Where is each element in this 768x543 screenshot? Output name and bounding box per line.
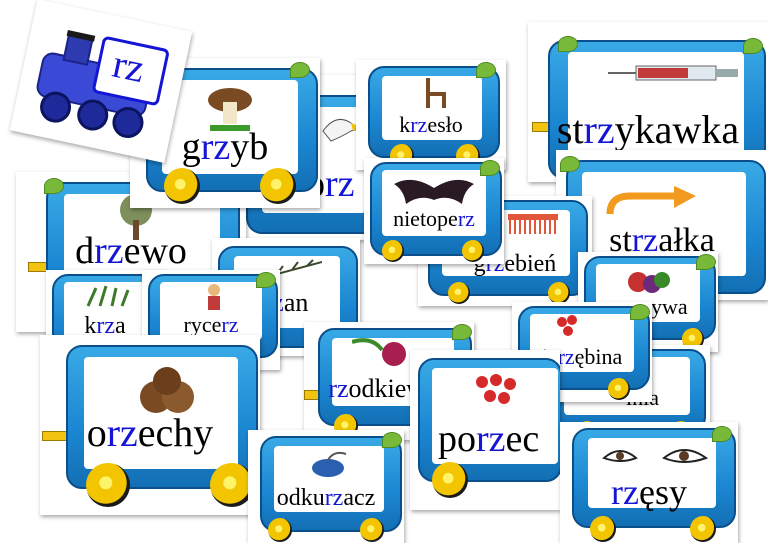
rowan-berries-icon — [557, 315, 577, 336]
locomotive-card: rz — [9, 0, 193, 163]
syringe-icon — [608, 65, 738, 81]
card-orzechy: orzechy — [40, 335, 260, 515]
eyelashes-icon — [602, 449, 709, 463]
vacuum-icon — [312, 451, 347, 477]
mushroom-icon — [208, 88, 252, 131]
nuts-icon — [140, 367, 194, 413]
bush-icon — [86, 285, 130, 307]
card-krzeslo: krzesło — [356, 60, 506, 170]
currants-icon — [476, 374, 516, 404]
eagle-icon — [322, 118, 361, 142]
vegetables-icon — [628, 272, 670, 293]
card-porzeczki: porzec — [410, 350, 560, 510]
card-odkurzacz: odkurzacz — [248, 430, 404, 543]
bat-icon — [394, 179, 474, 204]
knight-icon — [208, 284, 220, 310]
card-rzesy: rzęsy — [560, 422, 738, 543]
arrow-icon — [606, 186, 696, 215]
comb-icon — [508, 214, 558, 234]
radish-icon — [352, 338, 406, 366]
card-nietoperz: nietoperz — [364, 158, 504, 264]
chair-icon — [426, 78, 446, 108]
card-jarzebina: jarzębina — [512, 302, 652, 402]
